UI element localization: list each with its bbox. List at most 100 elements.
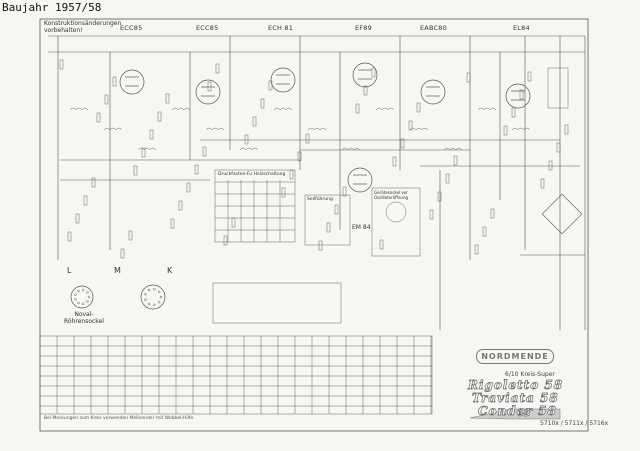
resistor-24 — [437, 191, 442, 202]
coil-3 — [171, 107, 191, 111]
resistor-56 — [91, 177, 96, 188]
noval-pin-2 — [81, 302, 85, 306]
noval-pin-6 — [77, 289, 80, 293]
resistor-36 — [371, 67, 376, 78]
tube-envelope-2 — [270, 67, 296, 93]
component-symbols — [59, 59, 569, 307]
resistor-43 — [120, 248, 125, 259]
coil-4 — [205, 127, 225, 131]
resistor-59 — [202, 146, 207, 157]
resistor-40 — [519, 89, 524, 100]
resistor-15 — [104, 94, 109, 105]
noval-socket — [70, 285, 94, 309]
schematic-border — [39, 18, 589, 432]
tube-label-ech81: ECH 81 — [268, 24, 294, 32]
resistor-5 — [244, 134, 249, 145]
resistor-38 — [445, 173, 450, 184]
resistor-22 — [363, 85, 368, 96]
noval-line-1: Noval- — [74, 311, 94, 318]
wiring-inset — [304, 194, 351, 246]
switch-inset-title: Druckfasten-Fu Heizschaltung — [218, 172, 286, 177]
resistor-16 — [141, 147, 146, 158]
resistor-50 — [379, 239, 384, 250]
switch-label-m: M — [114, 266, 121, 275]
resistor-11 — [466, 72, 471, 83]
tube-label-ecc85-a: ECC85 — [120, 24, 143, 32]
coil-10 — [409, 127, 429, 131]
band-switch-dial — [140, 284, 166, 310]
coil-13 — [511, 127, 531, 131]
tube-envelope-3 — [352, 62, 378, 88]
resistor-35 — [334, 204, 339, 215]
note-line-1: Konstruktionsänderungen — [44, 20, 122, 27]
resistor-46 — [231, 217, 236, 228]
dial-pin-7 — [153, 287, 156, 291]
coil-0 — [69, 107, 89, 111]
model-traviata: Traviata 58 — [472, 391, 559, 406]
coil-6 — [273, 107, 293, 111]
resistor-9 — [392, 156, 397, 167]
resistor-21 — [326, 222, 331, 233]
dial-pin-1 — [157, 300, 161, 304]
tube-label-el84: EL84 — [513, 24, 530, 32]
resistor-26 — [511, 107, 516, 118]
resistor-31 — [186, 182, 191, 193]
noval-pin-5 — [74, 293, 77, 296]
year-label: Baujahr 1957/58 — [2, 1, 102, 14]
coil-5 — [239, 147, 259, 151]
noval-pin-0 — [87, 295, 91, 299]
resistor-51 — [416, 102, 421, 113]
tube-label-ef89: EF89 — [355, 24, 372, 32]
resistor-44 — [157, 111, 162, 122]
noval-label: Noval- Röhrensockel — [64, 311, 104, 325]
dial-pin-4 — [144, 298, 147, 301]
tube-envelope-5 — [505, 83, 531, 109]
resistor-10 — [429, 209, 434, 220]
resistor-33 — [260, 98, 265, 109]
tube-envelope-6 — [347, 167, 373, 193]
table-footnote: Bei Messungen zum Kreis verwenden Meßsen… — [44, 416, 194, 421]
model-rigoletto: Rigoletto 58 — [468, 378, 564, 393]
resistor-53 — [490, 208, 495, 219]
tube-label-eabc80: EABC80 — [420, 24, 447, 32]
resistor-25 — [474, 244, 479, 255]
resistor-34 — [297, 151, 302, 162]
resistor-14 — [67, 231, 72, 242]
resistor-27 — [548, 160, 553, 171]
dial-pin-3 — [147, 302, 151, 306]
tube-envelope-1 — [195, 79, 221, 105]
resistor-52 — [453, 155, 458, 166]
resistor-57 — [128, 230, 133, 241]
resistor-49 — [342, 186, 347, 197]
resistor-47 — [268, 80, 273, 91]
receiver-subtitle: 6/10 Kreis-Super — [505, 371, 555, 378]
output-transformer — [547, 67, 569, 109]
coil-9 — [375, 107, 395, 111]
noval-line-2: Röhrensockel — [64, 318, 104, 325]
model-codes: 5710x / 5711x / 5716x — [540, 420, 609, 427]
bottom-wiring-inset — [212, 282, 342, 324]
bridge-rectifier — [541, 193, 583, 235]
resistor-55 — [564, 124, 569, 135]
tube-symbols — [119, 62, 531, 193]
resistor-54 — [527, 71, 532, 82]
resistor-4 — [207, 81, 212, 92]
noval-pin-4 — [74, 298, 77, 301]
noval-pin-3 — [77, 301, 80, 305]
wiring-inset-title: Seilführung — [307, 197, 333, 202]
noval-pin-1 — [86, 300, 89, 303]
resistor-3 — [170, 218, 175, 229]
resistor-39 — [482, 226, 487, 237]
model-condor: Condor 58 — [478, 404, 557, 419]
resistor-48 — [305, 133, 310, 144]
voltage-table — [39, 335, 433, 415]
fm-inset-title: Gerätesockel vor Oszillatoröffnung — [374, 190, 409, 200]
resistor-7 — [318, 240, 323, 251]
dial-pin-6 — [147, 288, 151, 292]
resistor-8 — [355, 103, 360, 114]
revision-note: Konstruktionsänderungen vorbehalten! — [44, 20, 121, 34]
resistor-17 — [178, 200, 183, 211]
schematic-wiring — [48, 35, 586, 330]
resistor-29 — [112, 76, 117, 87]
